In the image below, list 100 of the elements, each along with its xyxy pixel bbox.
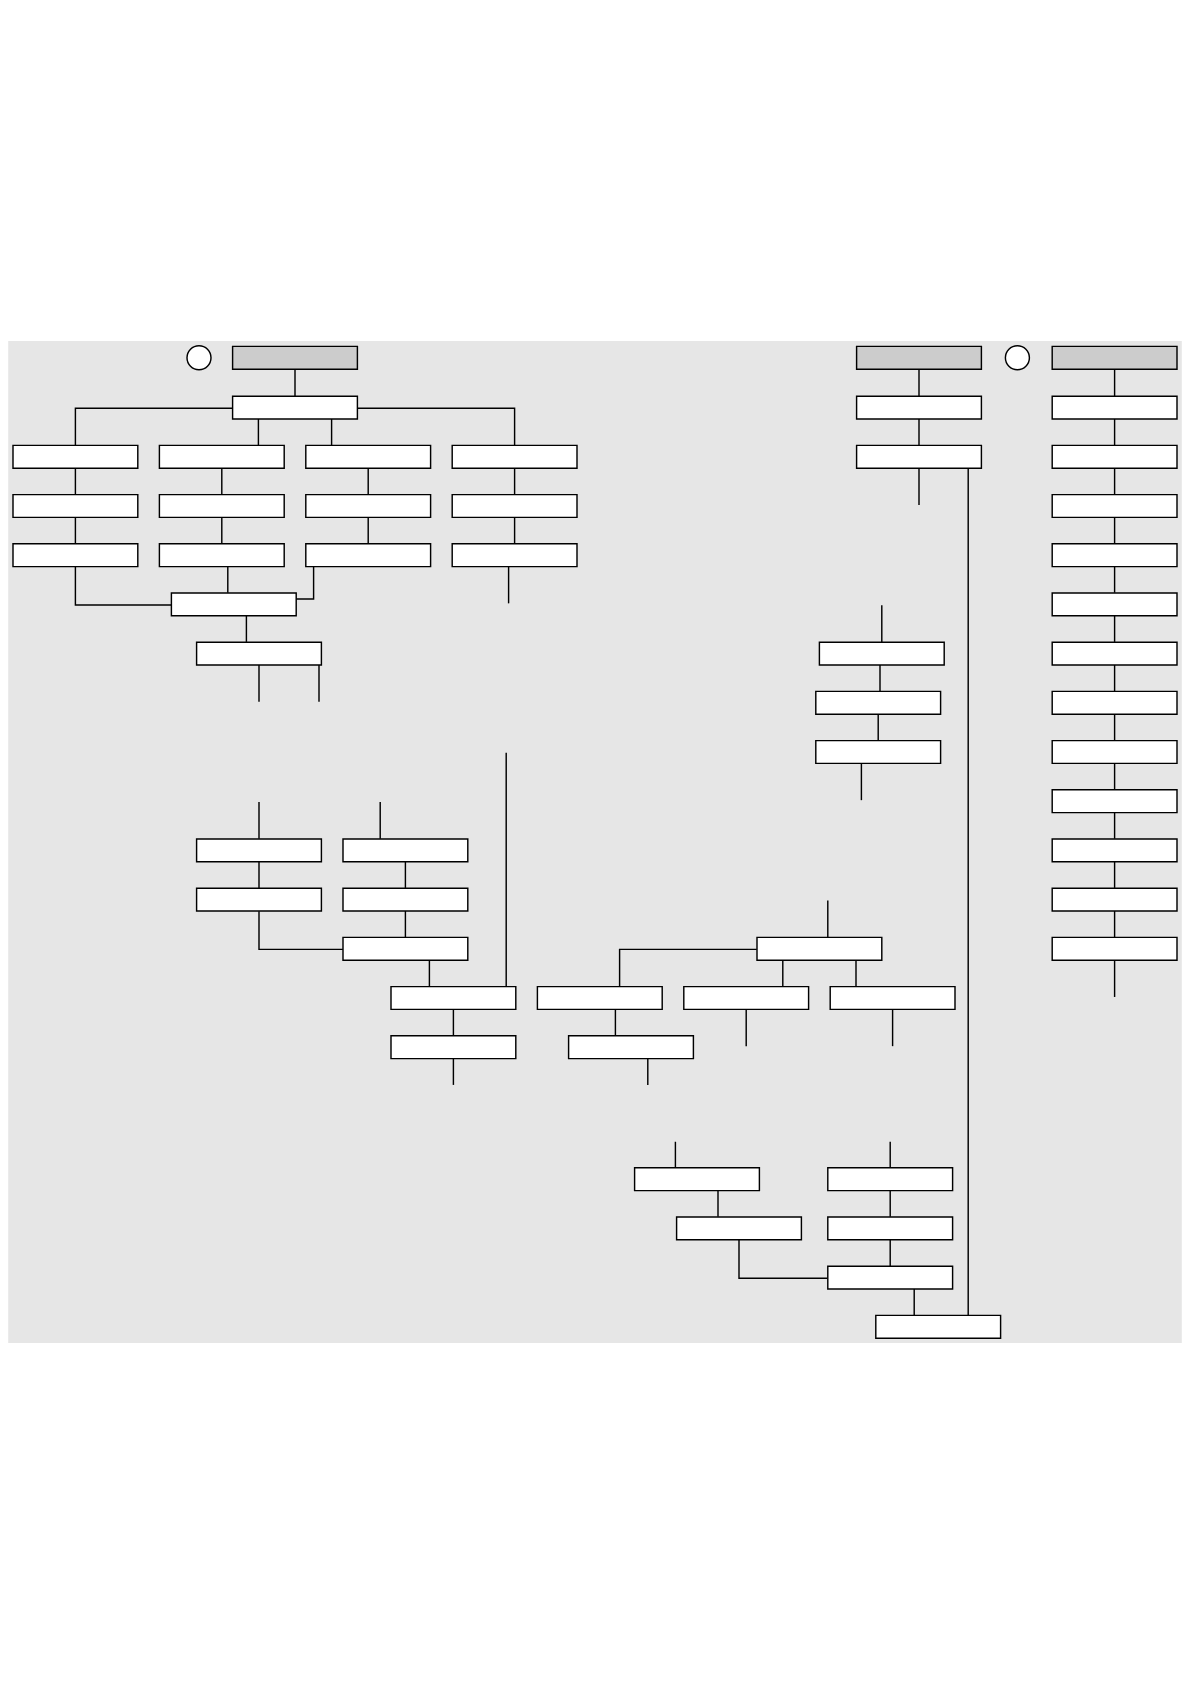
- connector: [221, 467, 223, 496]
- node-box: [305, 444, 432, 469]
- node-box: [390, 1035, 517, 1060]
- node-box: [875, 1314, 1002, 1339]
- node-box: [170, 592, 297, 617]
- node-box: [567, 1035, 695, 1060]
- node-box: [1051, 789, 1178, 814]
- connector: [745, 1008, 747, 1047]
- connector: [1113, 467, 1116, 496]
- connector: [1113, 861, 1116, 889]
- connector: [782, 959, 784, 988]
- node-box: [1051, 690, 1178, 715]
- node-box: [1051, 887, 1178, 912]
- connector: [74, 407, 233, 446]
- connector: [918, 368, 920, 397]
- connector: [827, 899, 829, 938]
- connector: [1113, 615, 1116, 643]
- node-box: [231, 345, 359, 370]
- connector: [513, 467, 516, 496]
- node-box: [390, 985, 517, 1011]
- node-box: [815, 690, 942, 715]
- connector: [1113, 959, 1116, 998]
- node-box: [855, 345, 983, 370]
- connector: [330, 418, 333, 446]
- connector: [357, 407, 516, 446]
- connector: [717, 1189, 719, 1218]
- connector: [877, 713, 879, 742]
- node-box: [818, 641, 945, 666]
- connector: [879, 664, 881, 692]
- node-box: [827, 1216, 954, 1241]
- node-box: [158, 493, 285, 519]
- connector: [738, 1239, 829, 1279]
- node-box: [829, 985, 956, 1011]
- node-box: [1051, 838, 1178, 863]
- node-box: [195, 838, 323, 863]
- connector: [74, 467, 77, 496]
- connector: [614, 1008, 617, 1037]
- connector: [258, 910, 344, 951]
- connector: [967, 467, 969, 1316]
- node-box: [451, 444, 578, 469]
- connector: [891, 1008, 894, 1047]
- connector: [404, 910, 407, 938]
- connector: [74, 566, 172, 606]
- connector: [674, 1141, 677, 1169]
- node-box: [633, 1167, 761, 1192]
- connector: [1113, 368, 1116, 397]
- node-box: [827, 1167, 954, 1192]
- node-box: [1051, 641, 1178, 666]
- connector: [367, 516, 369, 545]
- connector: [245, 615, 248, 643]
- node-box: [683, 985, 810, 1011]
- node-box: [12, 543, 139, 568]
- connector: [889, 1189, 891, 1218]
- connector: [452, 1058, 455, 1086]
- node-box: [158, 543, 285, 568]
- connector: [258, 861, 260, 889]
- node-box: [1051, 592, 1178, 617]
- connector: [1113, 516, 1116, 545]
- node-box: [1051, 936, 1178, 961]
- connector: [505, 752, 507, 988]
- connector: [452, 1008, 455, 1037]
- connector: [404, 861, 407, 889]
- node-box: [451, 493, 578, 519]
- connector: [1113, 664, 1116, 692]
- connector: [889, 1141, 891, 1169]
- node-box: [195, 887, 323, 912]
- node-box: [305, 543, 432, 568]
- node-box: [12, 493, 139, 519]
- connector: [1113, 713, 1116, 742]
- connector: [428, 959, 431, 988]
- node-circle: [1004, 345, 1031, 371]
- node-box: [195, 641, 323, 666]
- connector: [367, 467, 369, 496]
- connector: [1113, 910, 1116, 938]
- node-box: [342, 936, 469, 961]
- connector: [855, 959, 857, 988]
- connector: [889, 1239, 891, 1267]
- connector: [318, 664, 320, 703]
- connector: [913, 1288, 915, 1316]
- connector: [258, 664, 260, 703]
- connector: [1113, 418, 1116, 446]
- node-circle: [186, 345, 212, 371]
- connector: [918, 418, 920, 446]
- node-box: [675, 1216, 803, 1241]
- connector: [379, 801, 381, 840]
- node-box: [1051, 444, 1178, 469]
- node-box: [342, 838, 469, 863]
- connector: [1113, 762, 1116, 791]
- connector: [860, 762, 863, 801]
- node-box: [756, 936, 883, 961]
- connector: [513, 516, 516, 545]
- node-box: [231, 395, 359, 420]
- connector: [918, 467, 920, 506]
- connector: [294, 368, 296, 397]
- node-box: [451, 543, 578, 568]
- node-box: [855, 395, 983, 420]
- connector: [258, 801, 260, 840]
- node-box: [827, 1265, 954, 1290]
- connector: [257, 418, 260, 446]
- node-box: [342, 887, 469, 912]
